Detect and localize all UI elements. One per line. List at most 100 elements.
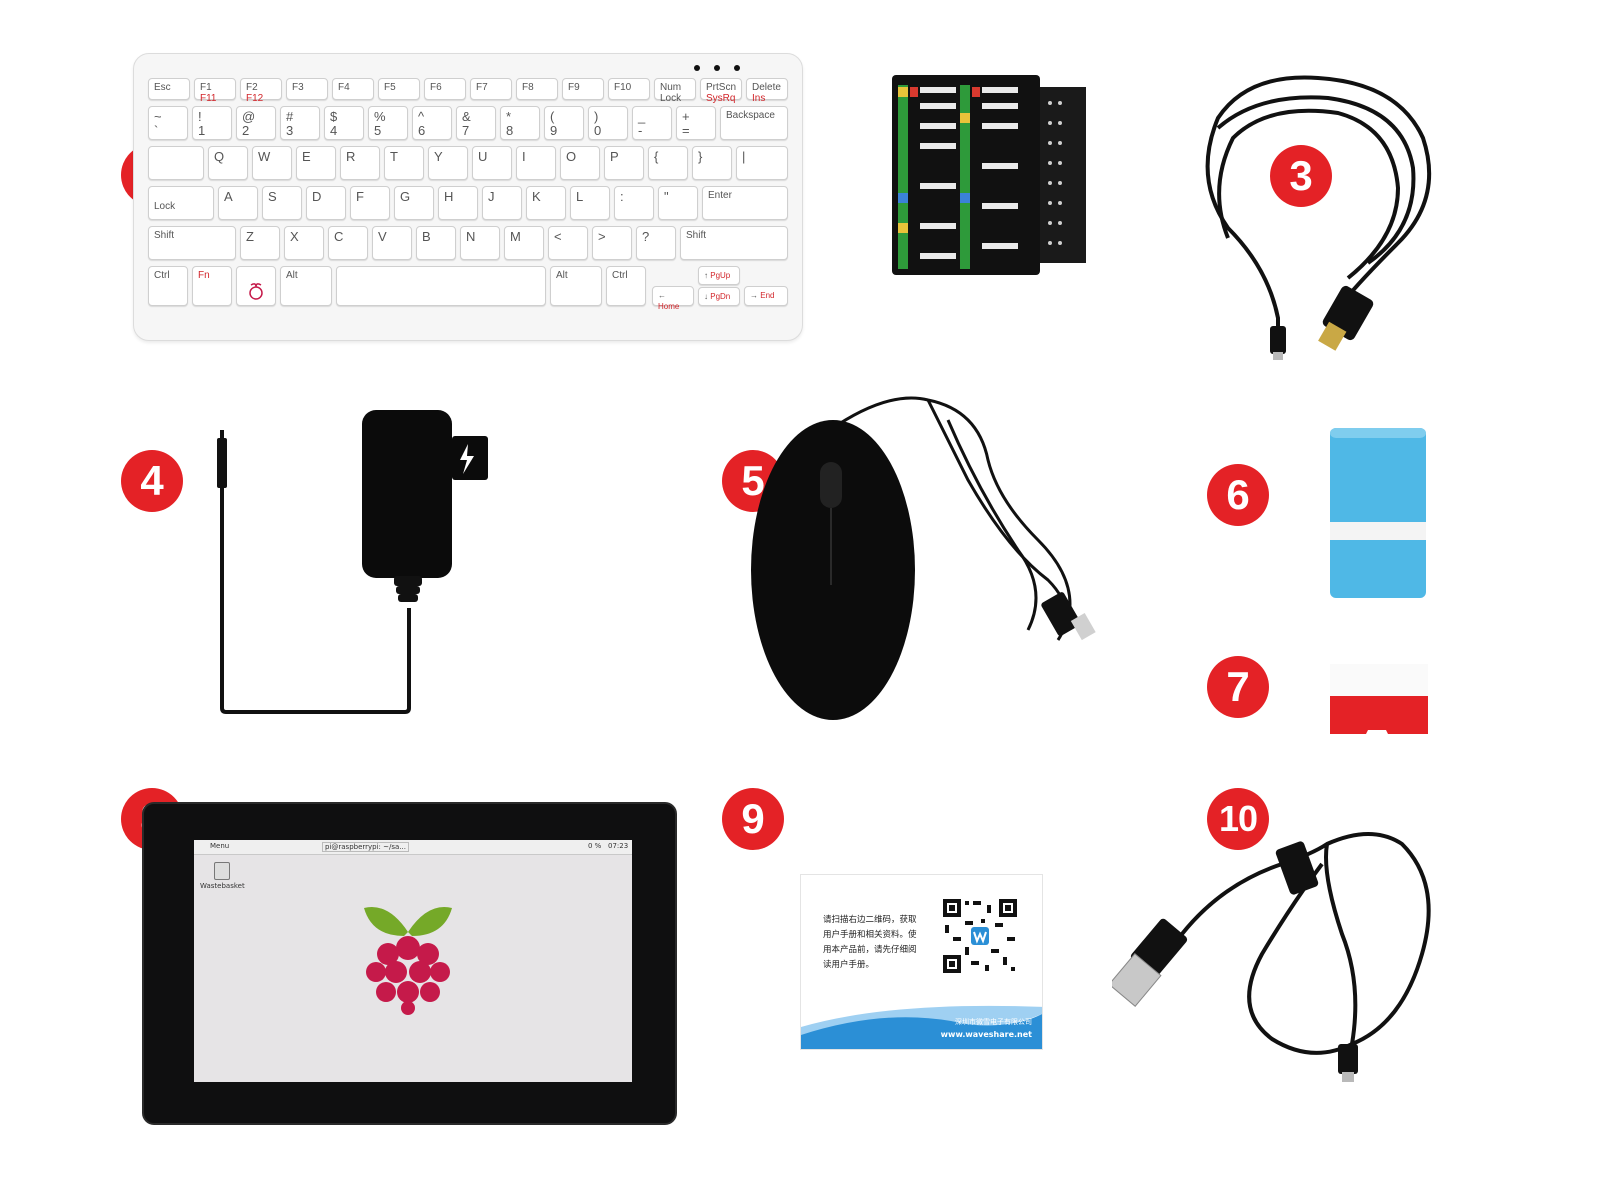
key: #3 bbox=[280, 106, 320, 140]
key: } bbox=[692, 146, 732, 180]
key: F3 bbox=[286, 78, 328, 100]
key-end: → End bbox=[744, 286, 788, 306]
key-enter: Enter bbox=[702, 186, 788, 220]
micro-sd-card bbox=[1330, 664, 1428, 734]
key: F7 bbox=[470, 78, 512, 100]
raspberry-logo-icon bbox=[249, 283, 263, 300]
key: ~` bbox=[148, 106, 188, 140]
item-number-badge: 10 bbox=[1207, 788, 1269, 850]
key: %5 bbox=[368, 106, 408, 140]
key: ? bbox=[636, 226, 676, 260]
key: | bbox=[736, 146, 788, 180]
key-raspberry bbox=[236, 266, 276, 306]
key: F10 bbox=[608, 78, 650, 100]
key: B bbox=[416, 226, 456, 260]
key: S bbox=[262, 186, 302, 220]
key-home: ← Home bbox=[652, 286, 694, 311]
key: Y bbox=[428, 146, 468, 180]
key: F6 bbox=[424, 78, 466, 100]
key: M bbox=[504, 226, 544, 260]
key: > bbox=[592, 226, 632, 260]
menu-label: Menu bbox=[210, 842, 230, 850]
key: C bbox=[328, 226, 368, 260]
taskbar: Menu pi@raspberrypi: ~/sa... 0 % 07:23 bbox=[194, 840, 632, 855]
card-instructions: 请扫描右边二维码，获取 用户手册和相关资料。使 用本产品前，请先仔细阅 读用户手… bbox=[823, 915, 917, 970]
key: " bbox=[658, 186, 698, 220]
item-number-badge: 4 bbox=[121, 450, 183, 512]
key: U bbox=[472, 146, 512, 180]
key: )0 bbox=[588, 106, 628, 140]
key: !1 bbox=[192, 106, 232, 140]
key: R bbox=[340, 146, 380, 180]
key: W bbox=[252, 146, 292, 180]
usb-cable bbox=[1112, 832, 1431, 1082]
key: F4 bbox=[332, 78, 374, 100]
key: F5 bbox=[378, 78, 420, 100]
key: $4 bbox=[324, 106, 364, 140]
card-company: 深圳市微雪电子有限公司 bbox=[955, 1018, 1032, 1026]
key: &7 bbox=[456, 106, 496, 140]
key: H bbox=[438, 186, 478, 220]
key-caps-lock: Lock bbox=[148, 186, 214, 220]
key: Q bbox=[208, 146, 248, 180]
key: Z bbox=[240, 226, 280, 260]
card-url: www.waveshare.net bbox=[940, 1030, 1032, 1039]
key: *8 bbox=[500, 106, 540, 140]
key: K bbox=[526, 186, 566, 220]
key-alt-left: Alt bbox=[280, 266, 332, 306]
card-reader bbox=[1330, 428, 1426, 598]
key: F9 bbox=[562, 78, 604, 100]
display-screen: Menu pi@raspberrypi: ~/sa... 0 % 07:23 W… bbox=[194, 840, 632, 1082]
key: < bbox=[548, 226, 588, 260]
key: T bbox=[384, 146, 424, 180]
raspberry-pi-logo-icon bbox=[364, 907, 452, 1015]
hdmi-cable bbox=[1205, 75, 1432, 360]
item-number-badge: 3 bbox=[1270, 145, 1332, 207]
key: F8 bbox=[516, 78, 558, 100]
key: V bbox=[372, 226, 412, 260]
key: D bbox=[306, 186, 346, 220]
key-ctrl-right: Ctrl bbox=[606, 266, 646, 306]
key: O bbox=[560, 146, 600, 180]
terminal-window-label: pi@raspberrypi: ~/sa... bbox=[322, 842, 409, 852]
user-guide-card: 请扫描右边二维码，获取 用户手册和相关资料。使 用本产品前，请先仔细阅 读用户手… bbox=[800, 874, 1043, 1050]
power-adapter bbox=[217, 410, 488, 714]
key: A bbox=[218, 186, 258, 220]
item-number-badge: 7 bbox=[1207, 656, 1269, 718]
key-backspace: Backspace bbox=[720, 106, 788, 140]
key-tab bbox=[148, 146, 204, 180]
keyboard-leds bbox=[694, 58, 754, 76]
key: Esc bbox=[148, 78, 190, 100]
key: P bbox=[604, 146, 644, 180]
key-pgup: ↑ PgUp bbox=[698, 266, 740, 285]
key-ctrl-left: Ctrl bbox=[148, 266, 188, 306]
mouse bbox=[751, 396, 1096, 720]
key-space bbox=[336, 266, 546, 306]
key-fn: Fn bbox=[192, 266, 232, 306]
touch-display: Menu pi@raspberrypi: ~/sa... 0 % 07:23 W… bbox=[142, 802, 677, 1125]
key: E bbox=[296, 146, 336, 180]
key-pgdn: ↓ PgDn bbox=[698, 287, 740, 306]
card-wave-graphic bbox=[801, 1005, 1042, 1049]
key: ^6 bbox=[412, 106, 452, 140]
key-alt-right: Alt bbox=[550, 266, 602, 306]
key: { bbox=[648, 146, 688, 180]
key: Num Lock bbox=[654, 78, 696, 104]
key: J bbox=[482, 186, 522, 220]
key: @2 bbox=[236, 106, 276, 140]
key: += bbox=[676, 106, 716, 140]
gpio-adapter bbox=[892, 75, 1086, 275]
cpu-percent: 0 % bbox=[588, 842, 602, 850]
key: N bbox=[460, 226, 500, 260]
wastebasket-desktop-icon: Wastebasket bbox=[200, 862, 245, 890]
key-shift-left: Shift bbox=[148, 226, 236, 260]
item-number-badge: 9 bbox=[722, 788, 784, 850]
key: X bbox=[284, 226, 324, 260]
key: G bbox=[394, 186, 434, 220]
key: L bbox=[570, 186, 610, 220]
